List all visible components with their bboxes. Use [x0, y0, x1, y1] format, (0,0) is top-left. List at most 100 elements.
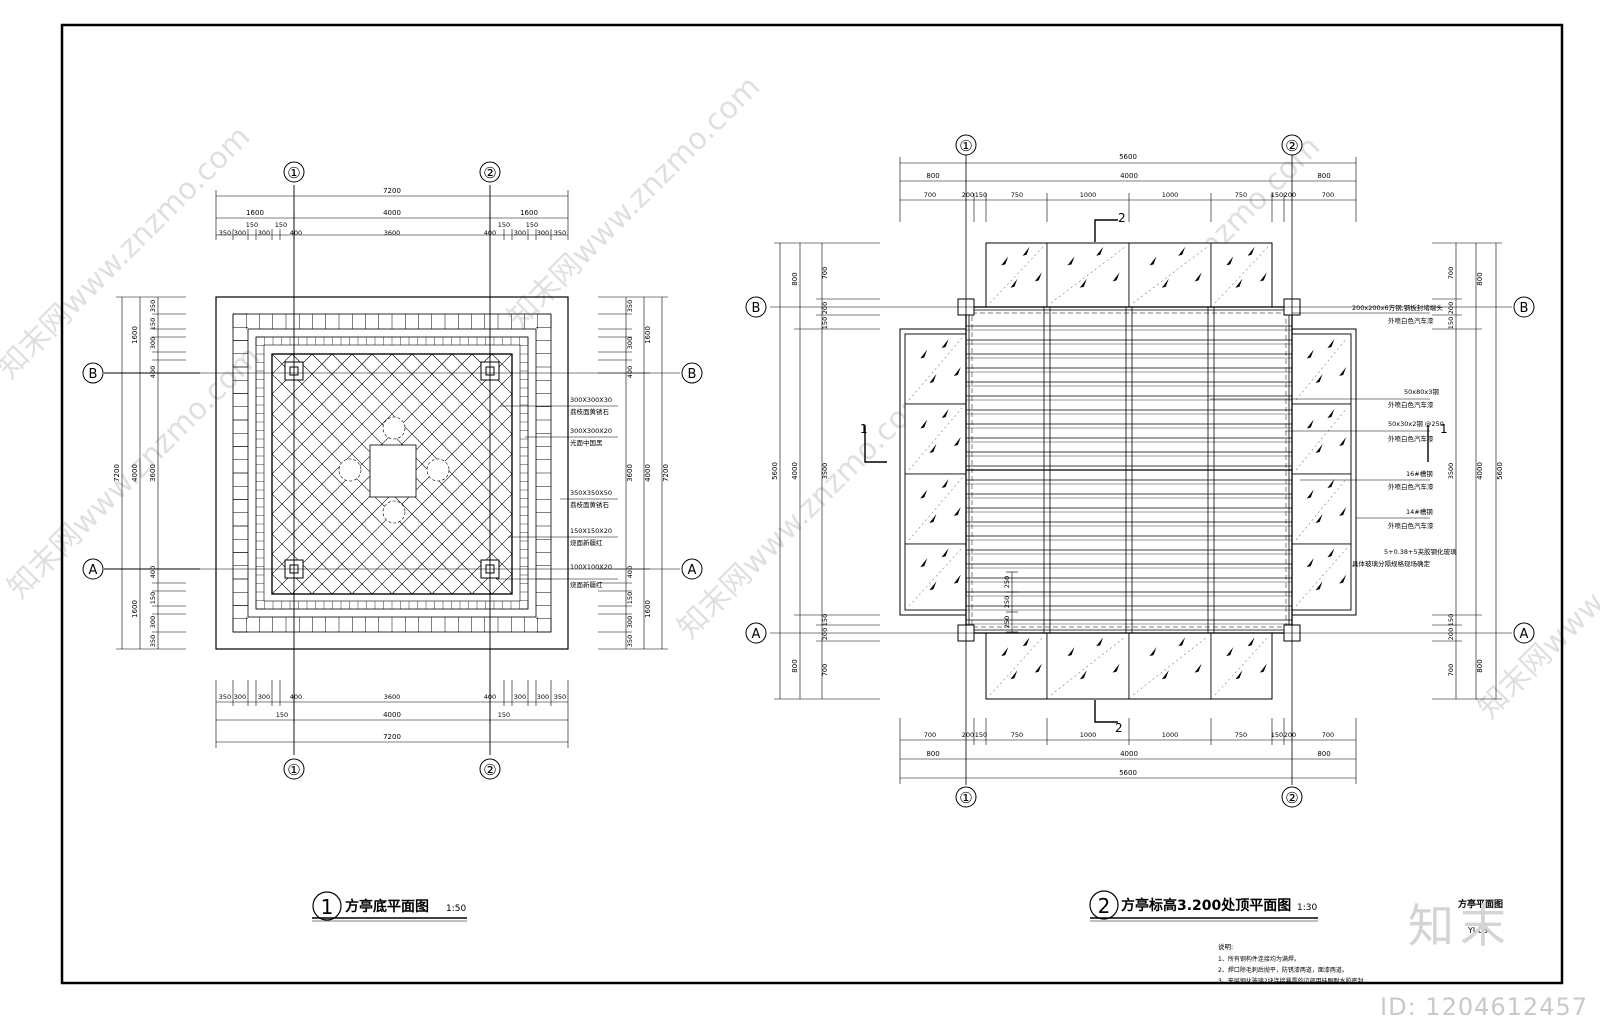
- dimension-lines-right: [598, 296, 668, 650]
- dim-left-detail: 350: [149, 300, 157, 312]
- callout-line: 200x200x6方钢,钢板封堵端头: [1352, 303, 1443, 312]
- plan-2-title: 方亭标高3.200处顶平面图: [1121, 897, 1291, 914]
- dim-top-detail: 150: [246, 221, 258, 229]
- dim-small: 250: [1003, 576, 1011, 588]
- dim-left-detail: 300: [149, 616, 157, 628]
- dim-right-detail: 300: [626, 616, 634, 628]
- dim-bottom-detail: 350: [219, 693, 231, 701]
- callout-line: 具体玻璃分隔规格现场确定: [1352, 559, 1431, 568]
- callout-line: 16#槽钢: [1406, 469, 1433, 478]
- dim-top-detail: 400: [484, 229, 496, 237]
- note-item: 3、夹层钢化玻璃2块连接暴露的边部用硅酮耐水胶密封: [1218, 977, 1364, 985]
- axis-label-a-left: A: [752, 627, 761, 642]
- dim-right-mid: 800: [1476, 272, 1484, 285]
- dim-right-detail: 350: [626, 300, 634, 312]
- axis-label-a-right: A: [688, 563, 697, 578]
- dim-bottom-detail: 300: [258, 693, 270, 701]
- dim-top-detail: 150: [975, 191, 987, 199]
- dim-left-detail: 150: [821, 317, 829, 329]
- dim-right-detail: 400: [626, 366, 634, 378]
- dim-bottom-detail: 300: [537, 693, 549, 701]
- section-label-2: 2: [1115, 721, 1123, 735]
- callout-line: 外喷白色汽车漆: [1388, 434, 1434, 443]
- axis-label-b-right: B: [688, 367, 697, 382]
- dim-left-detail: 400: [149, 566, 157, 578]
- dim-bottom-detail: 1000: [1162, 731, 1179, 739]
- axis-label-2-bottom: ②: [1285, 789, 1298, 807]
- dim-top-detail: 350: [554, 229, 566, 237]
- note-item: 2、焊口除毛刺后抛平，防锈漆两道，面漆两道。: [1218, 966, 1348, 974]
- dim-left-detail: 700: [821, 664, 829, 676]
- material-size: 150X150X20: [570, 527, 612, 535]
- dim-left-mid: 4000: [131, 464, 139, 482]
- dimension-lines-left: [774, 242, 880, 700]
- dim-left-detail: 200: [821, 302, 829, 314]
- material-size: 300X300X30: [570, 396, 612, 404]
- dim-left-detail: 200: [821, 628, 829, 640]
- callout-line: 5+0.38+5夹胶钢化玻璃: [1384, 547, 1457, 556]
- dim-top-detail: 300: [258, 229, 270, 237]
- dim-left-detail: 300: [149, 337, 157, 349]
- dim-top-detail: 750: [1235, 191, 1247, 199]
- dim-top-mid: 1600: [246, 209, 264, 217]
- dim-bottom-mid: 4000: [383, 711, 401, 719]
- dim-top-detail: 1000: [1162, 191, 1179, 199]
- dim-top-mid: 4000: [383, 209, 401, 217]
- dim-bottom-detail: 3600: [384, 693, 401, 701]
- dim-left-detail: 400: [149, 366, 157, 378]
- dim-right-total: 7200: [662, 464, 670, 482]
- axis-label-1-bottom: ①: [287, 761, 300, 779]
- dim-top-detail: 350: [219, 229, 231, 237]
- dim-bottom-detail: 700: [924, 731, 936, 739]
- dim-top-detail: 150: [1271, 191, 1283, 199]
- dim-right-mid: 800: [1476, 659, 1484, 672]
- section-label-2: 2: [1118, 211, 1126, 225]
- plan-1-title: 方亭底平面图: [345, 898, 429, 915]
- dim-bottom-detail: 200: [962, 731, 974, 739]
- axis-label-1-top: ①: [959, 137, 972, 155]
- dim-bottom-detail: 750: [1011, 731, 1023, 739]
- dim-left-detail: 700: [821, 267, 829, 279]
- dim-top-detail: 750: [1011, 191, 1023, 199]
- dim-top-total: 5600: [1119, 153, 1137, 161]
- dim-bottom-mid: 800: [926, 750, 939, 758]
- material-size: 300X300X20: [570, 427, 612, 435]
- dim-top-mid: 4000: [1120, 172, 1138, 180]
- dim-left-detail: 150: [149, 592, 157, 604]
- dim-bottom-detail: 400: [484, 693, 496, 701]
- dim-top-detail: 200: [962, 191, 974, 199]
- notes-heading: 说明:: [1218, 942, 1233, 951]
- general-notes: 说明: 1、所有钢构件连接均为满焊。 2、焊口除毛刺后抛平，防锈漆两道，面漆两道…: [1218, 942, 1364, 985]
- sheet-frame: [60, 23, 1564, 985]
- stool: [382, 500, 406, 524]
- dim-right-mid: 4000: [1476, 462, 1484, 480]
- dim-bottom-detail: 150: [975, 731, 987, 739]
- brand-watermark: 知末: [1408, 899, 1512, 953]
- dim-bottom-detail: 150: [1271, 731, 1283, 739]
- material-leaders: [496, 405, 618, 580]
- material-name: 烧面新疆红: [570, 538, 603, 547]
- dim-left-detail: 350: [149, 635, 157, 647]
- dim-bottom-detail: 350: [554, 693, 566, 701]
- dim-left-mid: 1600: [131, 600, 139, 618]
- axis-label-2-bottom: ②: [483, 761, 496, 779]
- plan-1-scale: 1:50: [446, 904, 466, 914]
- dim-top-detail: 200: [1284, 191, 1296, 199]
- axis-label-b-left: B: [752, 301, 761, 316]
- dim-bottom-detail: 200: [1284, 731, 1296, 739]
- callout-line: 外喷白色汽车漆: [1388, 482, 1434, 491]
- plan-2-roof-plan: ① ② ① ② B A B A 5600 800 4000 800 700 20…: [745, 134, 1535, 922]
- dim-top-detail: 150: [498, 221, 510, 229]
- paving-band: [232, 313, 552, 633]
- dimension-lines-top: [899, 157, 1357, 222]
- dim-right-detail: 200: [1447, 628, 1455, 640]
- dim-top-detail: 300: [537, 229, 549, 237]
- dim-small: 250: [1003, 616, 1011, 628]
- plan-1-floor-plan: ① ② ① ② B A B A 7200 1600 4000 1600 350 …: [82, 161, 703, 922]
- dim-top-detail: 700: [924, 191, 936, 199]
- dim-small: 250: [1003, 596, 1011, 608]
- callout-line: 外喷白色汽车漆: [1388, 316, 1434, 325]
- dimension-lines-bottom: [899, 718, 1357, 784]
- drawing-name: 方亭平面图: [1458, 898, 1503, 910]
- dim-right-total: 5600: [1496, 462, 1504, 480]
